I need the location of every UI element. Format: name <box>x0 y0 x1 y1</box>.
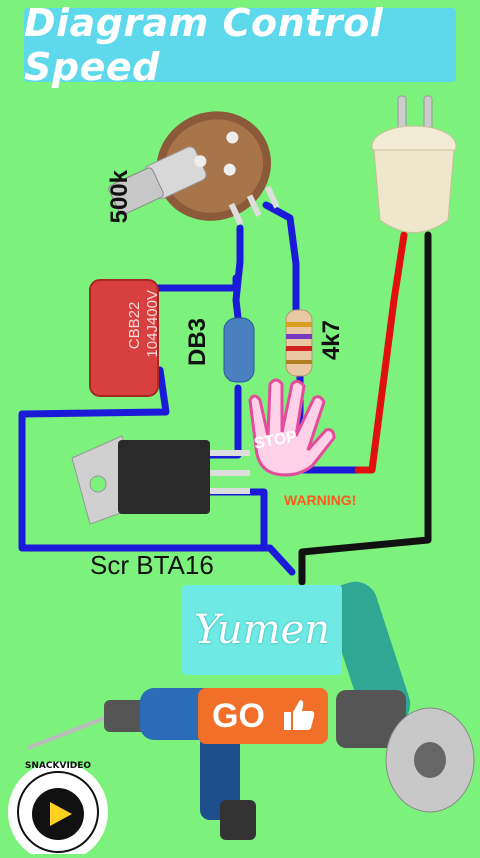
triac-label: Scr BTA16 <box>90 550 214 580</box>
title-banner: Diagram Control Speed <box>24 1 456 89</box>
go-button[interactable]: GO <box>198 688 328 744</box>
resistor-label: 4k7 <box>318 320 345 361</box>
brand-box: Yumen <box>182 585 342 675</box>
wire-black <box>298 231 432 586</box>
wires <box>18 201 432 586</box>
capacitor <box>89 279 159 397</box>
warning-text: WARNING! <box>284 492 357 508</box>
triac-bta16 <box>71 435 250 525</box>
snackvideo-watermark: SNACKVIDEO <box>0 756 112 858</box>
wire-diac-to-gate <box>206 384 242 459</box>
capacitor-marking: CBB22 104J400V <box>126 290 161 358</box>
angle-grinder-icon <box>327 581 475 813</box>
wire-mt-lower <box>206 488 268 552</box>
wire-cap-loop <box>18 366 296 576</box>
diac-label: DB3 <box>184 318 211 367</box>
go-button-label: GO <box>212 696 265 735</box>
wire-pot-to-resistor <box>262 201 300 314</box>
thumbs-up-icon <box>284 700 315 730</box>
resistor-4k7 <box>285 309 313 377</box>
wire-pot-to-diac <box>232 224 244 322</box>
page-title: Diagram Control Speed <box>24 1 384 89</box>
watermark-text: SNACKVIDEO <box>25 761 91 771</box>
stop-hand-icon <box>248 378 336 477</box>
wire-cap-top <box>146 274 240 292</box>
wire-red <box>354 231 408 474</box>
snackvideo-logo-icon: SNACKVIDEO <box>8 761 108 858</box>
power-plug <box>371 95 457 233</box>
capacitor-label: CBB22 104J400V <box>108 290 162 358</box>
potentiometer <box>108 111 280 226</box>
diac-db3 <box>223 317 255 383</box>
pot-label: 500k <box>106 170 133 224</box>
brand-name: Yumen <box>193 607 331 653</box>
